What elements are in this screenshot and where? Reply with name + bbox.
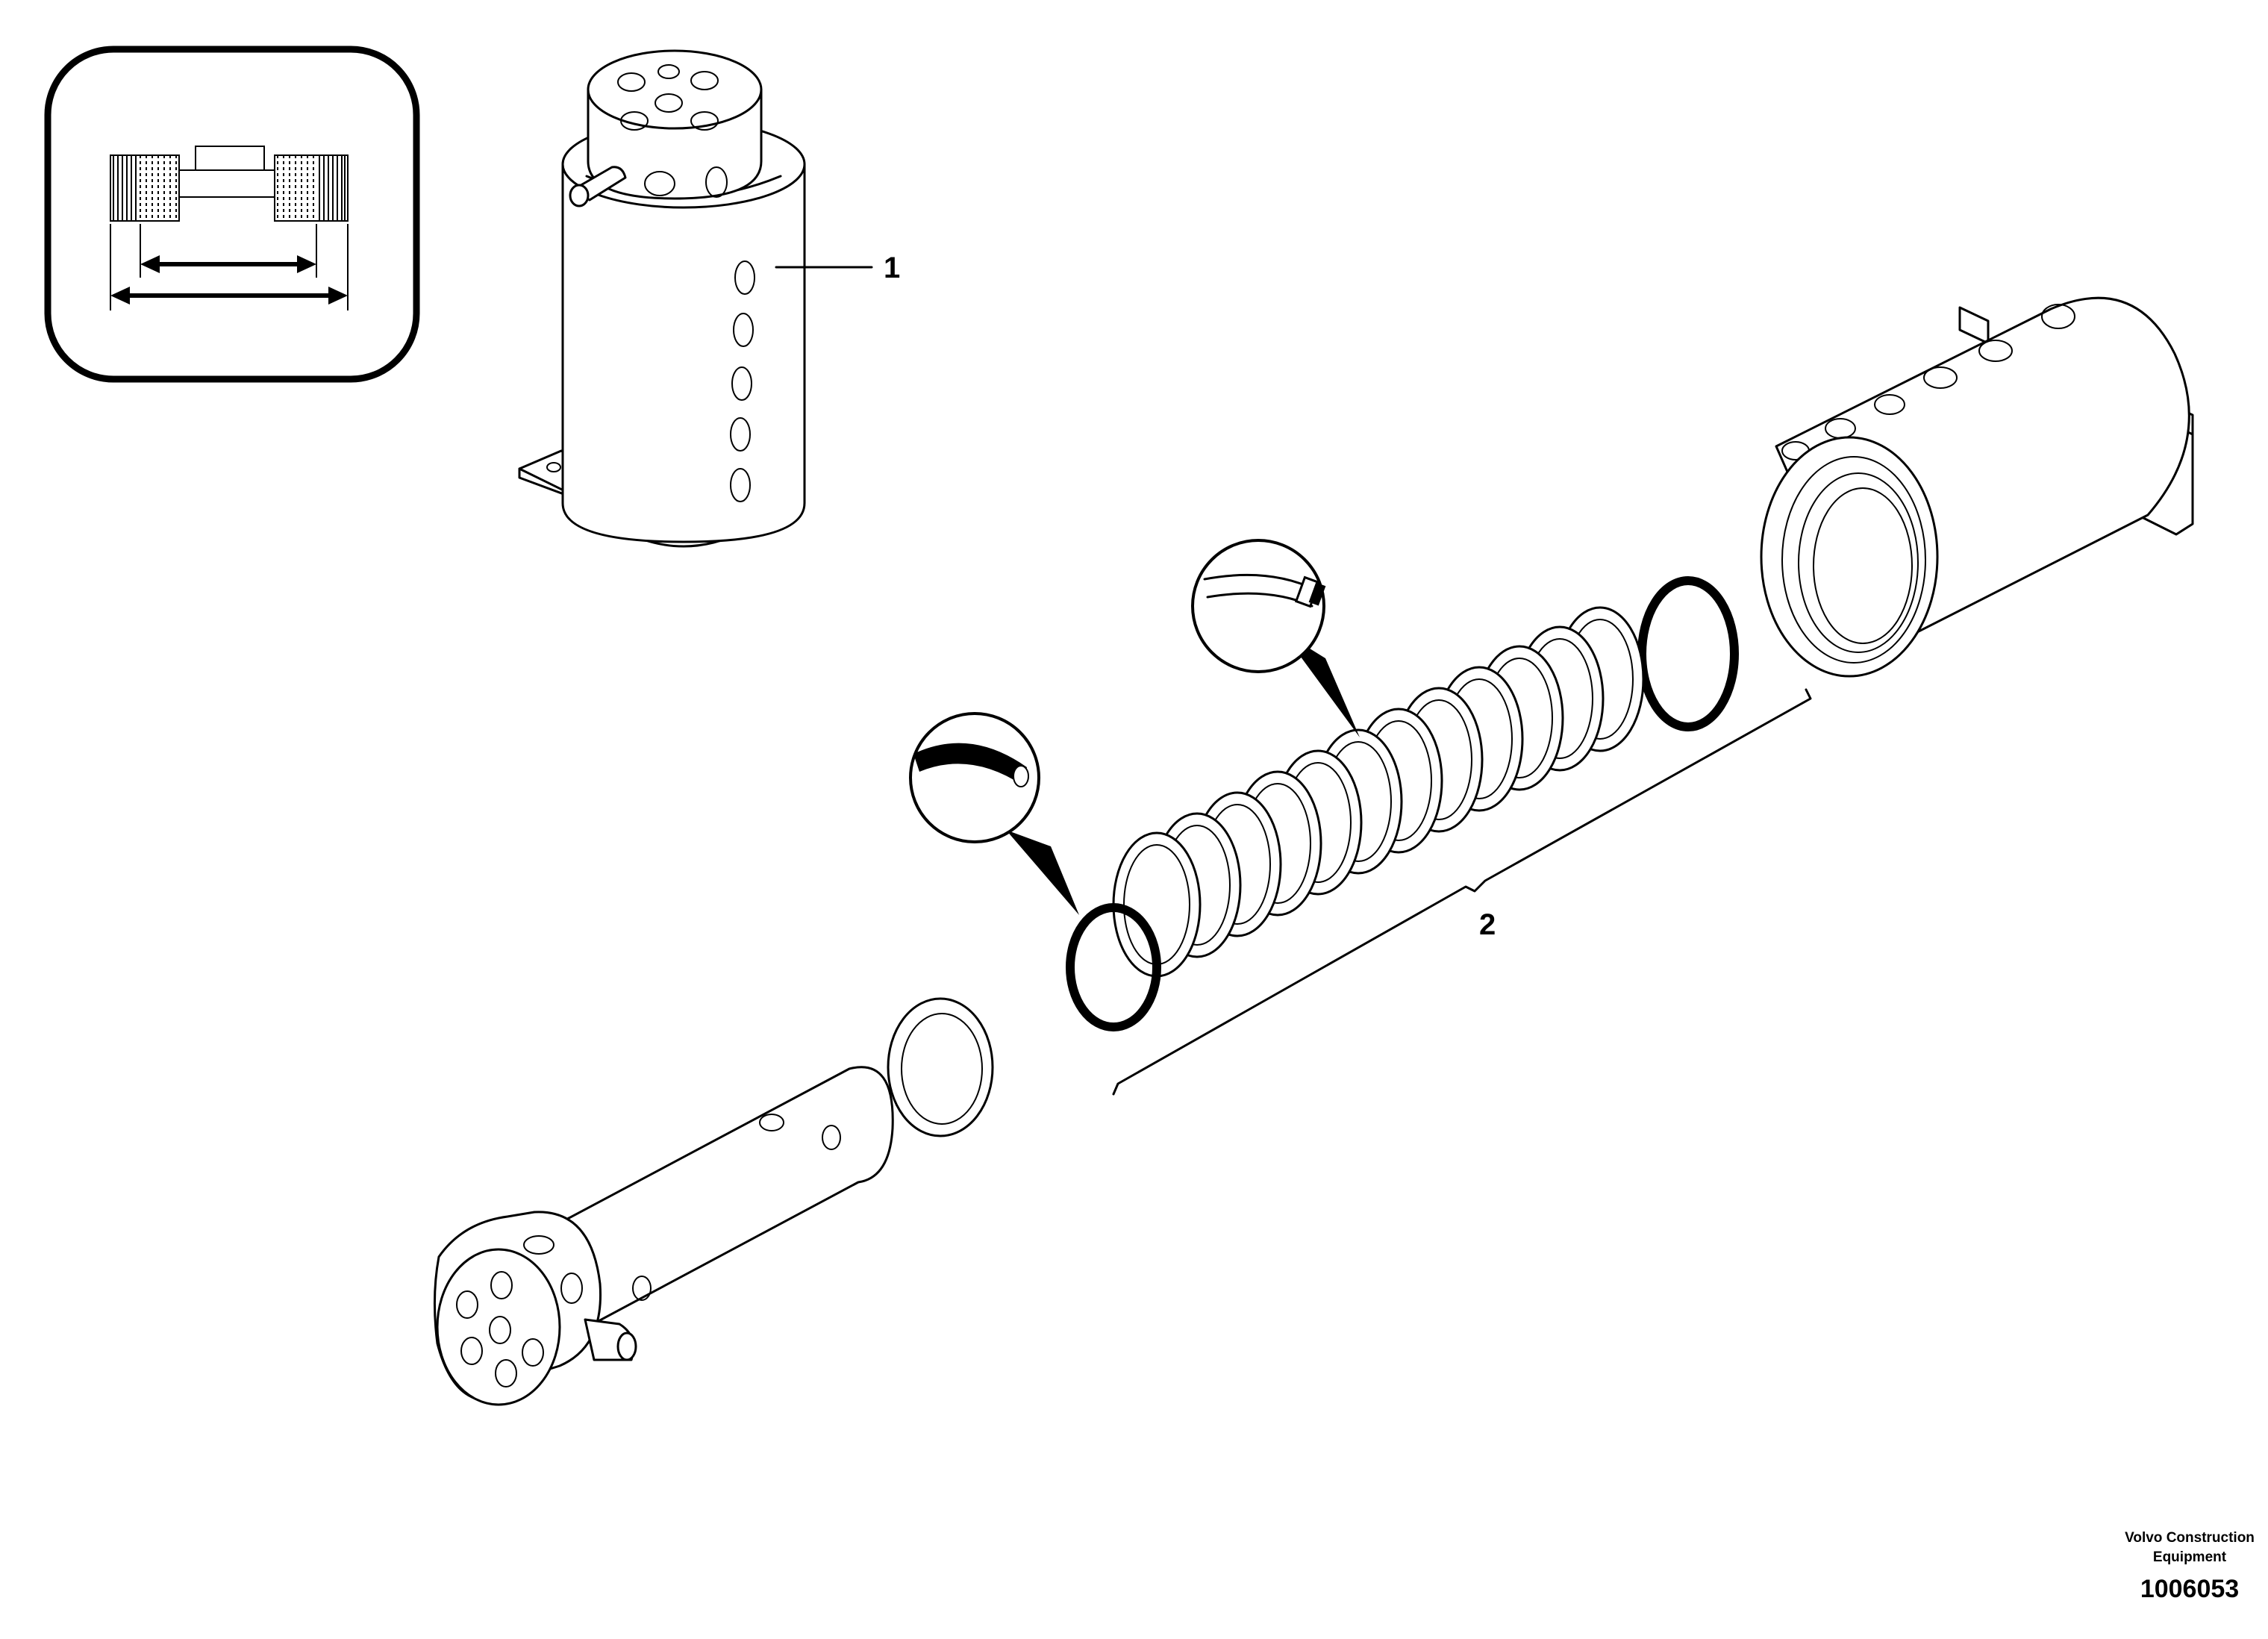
seal-detail-magnifier bbox=[1191, 539, 1360, 737]
inner-rotor-shaft bbox=[433, 1066, 894, 1406]
document-number: 1006053 bbox=[2140, 1575, 2239, 1603]
outer-housing bbox=[1760, 296, 2194, 678]
index-thumbnail-icon bbox=[44, 46, 420, 383]
o-ring-small bbox=[1066, 903, 1161, 1031]
seal-ring-stack bbox=[1112, 606, 1645, 978]
brand-name-line-2: Equipment bbox=[2153, 1549, 2227, 1565]
callout-2-label: 2 bbox=[1479, 908, 1496, 941]
swivel-joint-assembly bbox=[518, 49, 806, 548]
brand-name-line-1: Volvo Construction bbox=[2125, 1530, 2255, 1546]
callout-2-bracket bbox=[1112, 688, 1812, 1096]
flat-washer bbox=[887, 997, 994, 1137]
callout-1-label: 1 bbox=[884, 252, 900, 284]
o-ring-detail-magnifier bbox=[909, 712, 1079, 915]
o-ring-large bbox=[1637, 576, 1739, 731]
